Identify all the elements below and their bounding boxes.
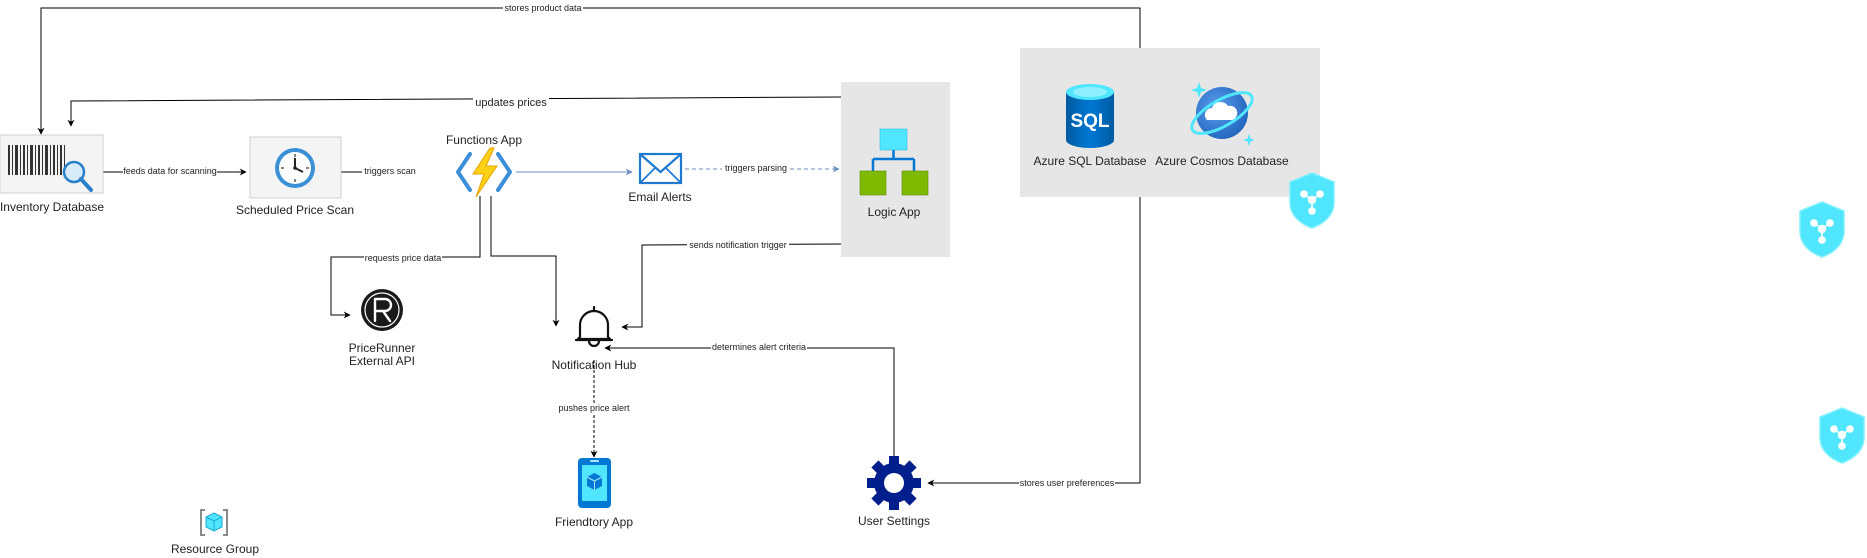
cosmos-db-icon [1190, 82, 1255, 146]
database-container [1020, 48, 1320, 197]
scheduled-price-scan-label: Scheduled Price Scan [236, 203, 354, 217]
friendtory-app-label: Friendtory App [555, 515, 633, 529]
shield-network-icon [1819, 407, 1865, 464]
clock-icon [275, 148, 315, 188]
functions-app-label: Functions App [446, 133, 522, 147]
shield-network-icon [1799, 201, 1845, 258]
notification-hub-label: Notification Hub [552, 358, 637, 372]
user-settings-label: User Settings [858, 514, 930, 528]
shield-network-icon [1289, 172, 1335, 229]
azure-cosmos-database-label: Azure Cosmos Database [1155, 154, 1289, 168]
lightning-bolt-icon [456, 147, 512, 198]
user-settings-node[interactable] [867, 456, 921, 510]
edge-functions-to-hub [490, 196, 560, 327]
pricerunner-node[interactable] [361, 289, 403, 331]
edge-label-updates-prices: updates prices [475, 97, 547, 109]
azure-sql-database-label: Azure SQL Database [1034, 154, 1147, 168]
friendtory-app-node[interactable] [578, 458, 611, 508]
logic-app-node[interactable] [859, 128, 929, 196]
resource-group-label: Resource Group [171, 542, 259, 556]
azure-cosmos-database-node[interactable] [1186, 82, 1258, 146]
edge-label-stores-prefs: stores user preferences [1020, 478, 1115, 488]
edge-determines-alert [604, 344, 895, 457]
pricerunner-label-line1: PriceRunner [349, 341, 416, 355]
edge-label-triggers-scan: triggers scan [364, 166, 416, 176]
edge-label-determines-alert: determines alert criteria [712, 342, 806, 352]
scheduled-price-scan-node[interactable] [249, 136, 342, 199]
gear-icon [867, 456, 921, 510]
pricerunner-logo-icon [361, 289, 403, 331]
inventory-database-node[interactable] [0, 134, 104, 194]
email-alerts-label: Email Alerts [628, 190, 691, 204]
logic-app-icon [859, 128, 929, 196]
logic-app-container [841, 82, 950, 257]
edge-updates-prices [67, 96, 842, 127]
edge-label-pushes-alert: pushes price alert [558, 403, 630, 413]
edge-stores-product-data [37, 7, 1141, 135]
bell-icon [574, 305, 614, 348]
resource-group-icon [200, 509, 228, 536]
edge-requests-price-data [330, 196, 481, 319]
inventory-database-label: Inventory Database [0, 200, 104, 214]
notification-hub-node[interactable] [574, 305, 614, 348]
functions-app-node[interactable] [456, 147, 512, 198]
envelope-icon [638, 152, 683, 185]
barcode-magnifier-icon [8, 145, 93, 192]
resource-group-node[interactable] [200, 509, 228, 536]
mobile-app-icon [578, 458, 611, 508]
edge-label-stores-product: stores product data [504, 3, 581, 13]
pricerunner-label-line2: External API [349, 354, 415, 368]
edge-label-triggers-parsing: triggers parsing [725, 163, 787, 173]
edge-label-requests-price: requests price data [365, 253, 442, 263]
edge-sends-notification [621, 243, 842, 331]
email-alerts-node[interactable] [638, 152, 683, 185]
edge-label-feeds-data: feeds data for scanning [123, 166, 217, 176]
sql-database-icon: SQL [1066, 84, 1114, 148]
edge-label-sends-notification: sends notification trigger [689, 240, 787, 250]
azure-sql-database-node[interactable]: SQL [1066, 84, 1114, 148]
logic-app-label: Logic App [868, 205, 921, 219]
edge-stores-user-prefs [927, 197, 1141, 487]
svg-text:SQL: SQL [1070, 111, 1109, 132]
